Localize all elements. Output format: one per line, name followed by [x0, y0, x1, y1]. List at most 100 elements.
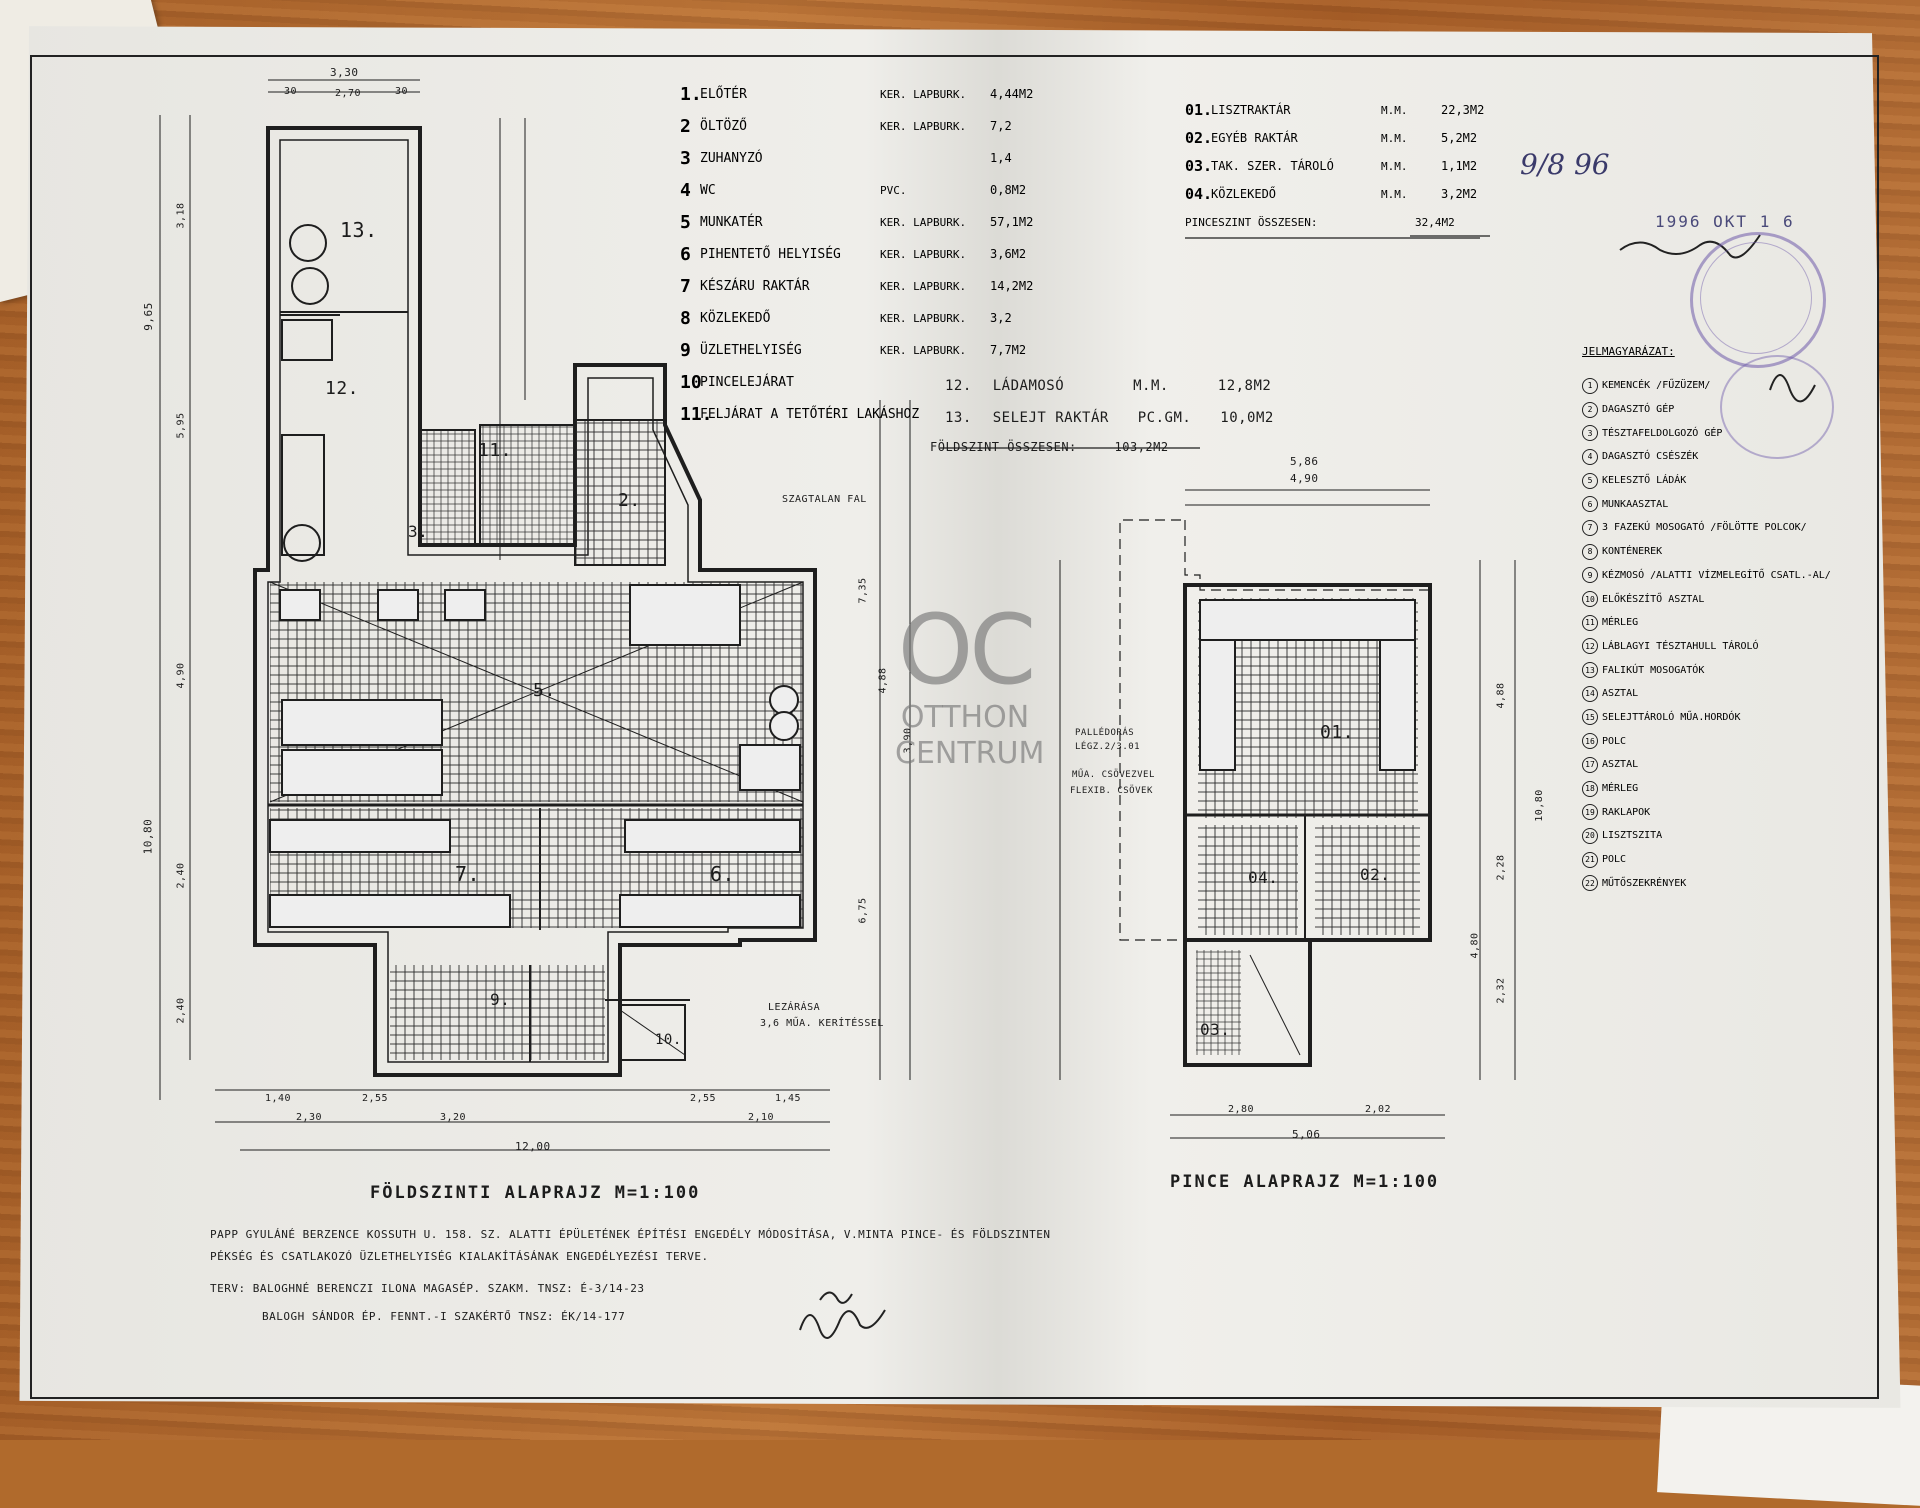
plan-label-12: 12.: [325, 378, 360, 399]
drawing-frame: [30, 55, 1879, 1399]
watermark-line2: CENTRUM: [895, 736, 1045, 771]
dim-top-c: 30: [395, 86, 409, 97]
dim-bottom-g: 2,10: [748, 1112, 775, 1123]
dim-cellar-b2: 2,02: [1365, 1104, 1392, 1115]
dim-left-total: 9,65: [141, 302, 155, 331]
dim-top-b: 2,70: [335, 88, 362, 99]
ground-plan-title: FÖLDSZINTI ALAPRAJZ M=1:100: [370, 1183, 701, 1203]
dim-mid-b: 4,88: [877, 667, 889, 694]
dim-cellar-r4: 2,32: [1495, 977, 1507, 1004]
dim-cellar-r2: 10,80: [1533, 789, 1545, 822]
plan-label-04: 04.: [1248, 868, 1279, 887]
plan-label-10: 10.: [655, 1032, 682, 1048]
title-block-line4: BALOGH SÁNDOR ÉP. FENNT.-I SZAKÉRTŐ TNSZ…: [262, 1310, 626, 1323]
annotation-tank: SZAGTALAN FAL: [782, 494, 867, 505]
plan-label-03: 03.: [1200, 1020, 1231, 1039]
title-block-line2: PÉKSÉG ÉS CSATLAKOZÓ ÜZLETHELYISÉG KIALA…: [210, 1250, 709, 1263]
dim-top-a: 30: [284, 86, 298, 97]
dim-bottom-b: 2,55: [362, 1093, 389, 1104]
floor-plan-drawing: [159, 79, 1816, 1339]
cellar-total: PINCESZINT ÖSSZESEN:32,4M2: [1185, 215, 1455, 229]
plan-label-2: 2.: [618, 490, 641, 511]
dim-bottom-f: 3,20: [440, 1112, 467, 1123]
dim-mid-c: 6,75: [857, 897, 869, 924]
plan-label-5: 5.: [533, 680, 556, 701]
annotation-shaft: LEZÁRÁSA: [768, 1002, 821, 1013]
annotation-cellar-3: MŰA. CSÖVEZVEL: [1072, 770, 1155, 780]
dim-cellar-top2: 4,90: [1290, 472, 1319, 485]
title-block-line1: PAPP GYULÁNÉ BERZENCE KOSSUTH U. 158. SZ…: [210, 1228, 1051, 1241]
plan-label-9: 9.: [490, 990, 511, 1009]
dim-left-d: 10,80: [141, 818, 155, 855]
dim-cellar-r5: 4,80: [1469, 932, 1481, 959]
dim-cellar-r3: 2,28: [1495, 854, 1507, 881]
watermark-line1: OTTHON: [900, 700, 1030, 735]
second-seal-stamp: [1720, 355, 1834, 459]
date-stamp: 1996 OKT 1 6: [1655, 212, 1795, 231]
plan-label-6: 6.: [710, 862, 736, 886]
otthon-centrum-watermark: OC OTTHON CENTRUM: [895, 594, 1045, 772]
annotation-cellar-1: PALLÉDORÁS: [1075, 728, 1135, 738]
dim-left-a: 3,18: [175, 202, 187, 229]
cellar-floor-plan: [1059, 489, 1516, 1139]
dim-cellar-r1: 4,88: [1495, 682, 1507, 709]
plan-label-7: 7.: [455, 862, 481, 886]
plan-label-11: 11.: [478, 440, 513, 461]
dim-left-f: 2,40: [175, 997, 187, 1024]
dim-left-c: 4,90: [175, 662, 187, 689]
round-seal-inner: [1700, 242, 1812, 354]
dim-cellar-b1: 2,80: [1228, 1104, 1255, 1115]
dim-cellar-top: 5,86: [1290, 455, 1319, 468]
plan-label-01: 01.: [1320, 722, 1355, 743]
cellar-plan-title: PINCE ALAPRAJZ M=1:100: [1170, 1172, 1440, 1192]
plan-label-13: 13.: [340, 218, 378, 242]
dim-top-width: 3,30: [330, 66, 359, 79]
annotation-cellar-4: FLEXIB. CSÖVEK: [1070, 786, 1153, 796]
dim-cellar-bottom: 5,06: [1292, 1128, 1321, 1141]
annotation-cellar-2: LÉGZ.2/3.01: [1075, 742, 1141, 752]
watermark-mark: OC: [897, 594, 1037, 706]
dim-left-e: 2,40: [175, 862, 187, 889]
dim-bottom-d: 1,45: [775, 1093, 802, 1104]
plan-label-3: 3.: [408, 522, 429, 541]
dim-mid-a: 7,35: [857, 577, 869, 604]
handwritten-note: 9/8 96: [1520, 148, 1610, 181]
room-row-12: 12. LÁDAMOSÓ M.M. 12,8M2: [945, 378, 1272, 394]
plan-label-02: 02.: [1360, 865, 1391, 884]
ground-total: FÖLDSZINT ÖSSZESEN: 103,2M2: [930, 440, 1169, 454]
dim-bottom-c: 2,55: [690, 1093, 717, 1104]
